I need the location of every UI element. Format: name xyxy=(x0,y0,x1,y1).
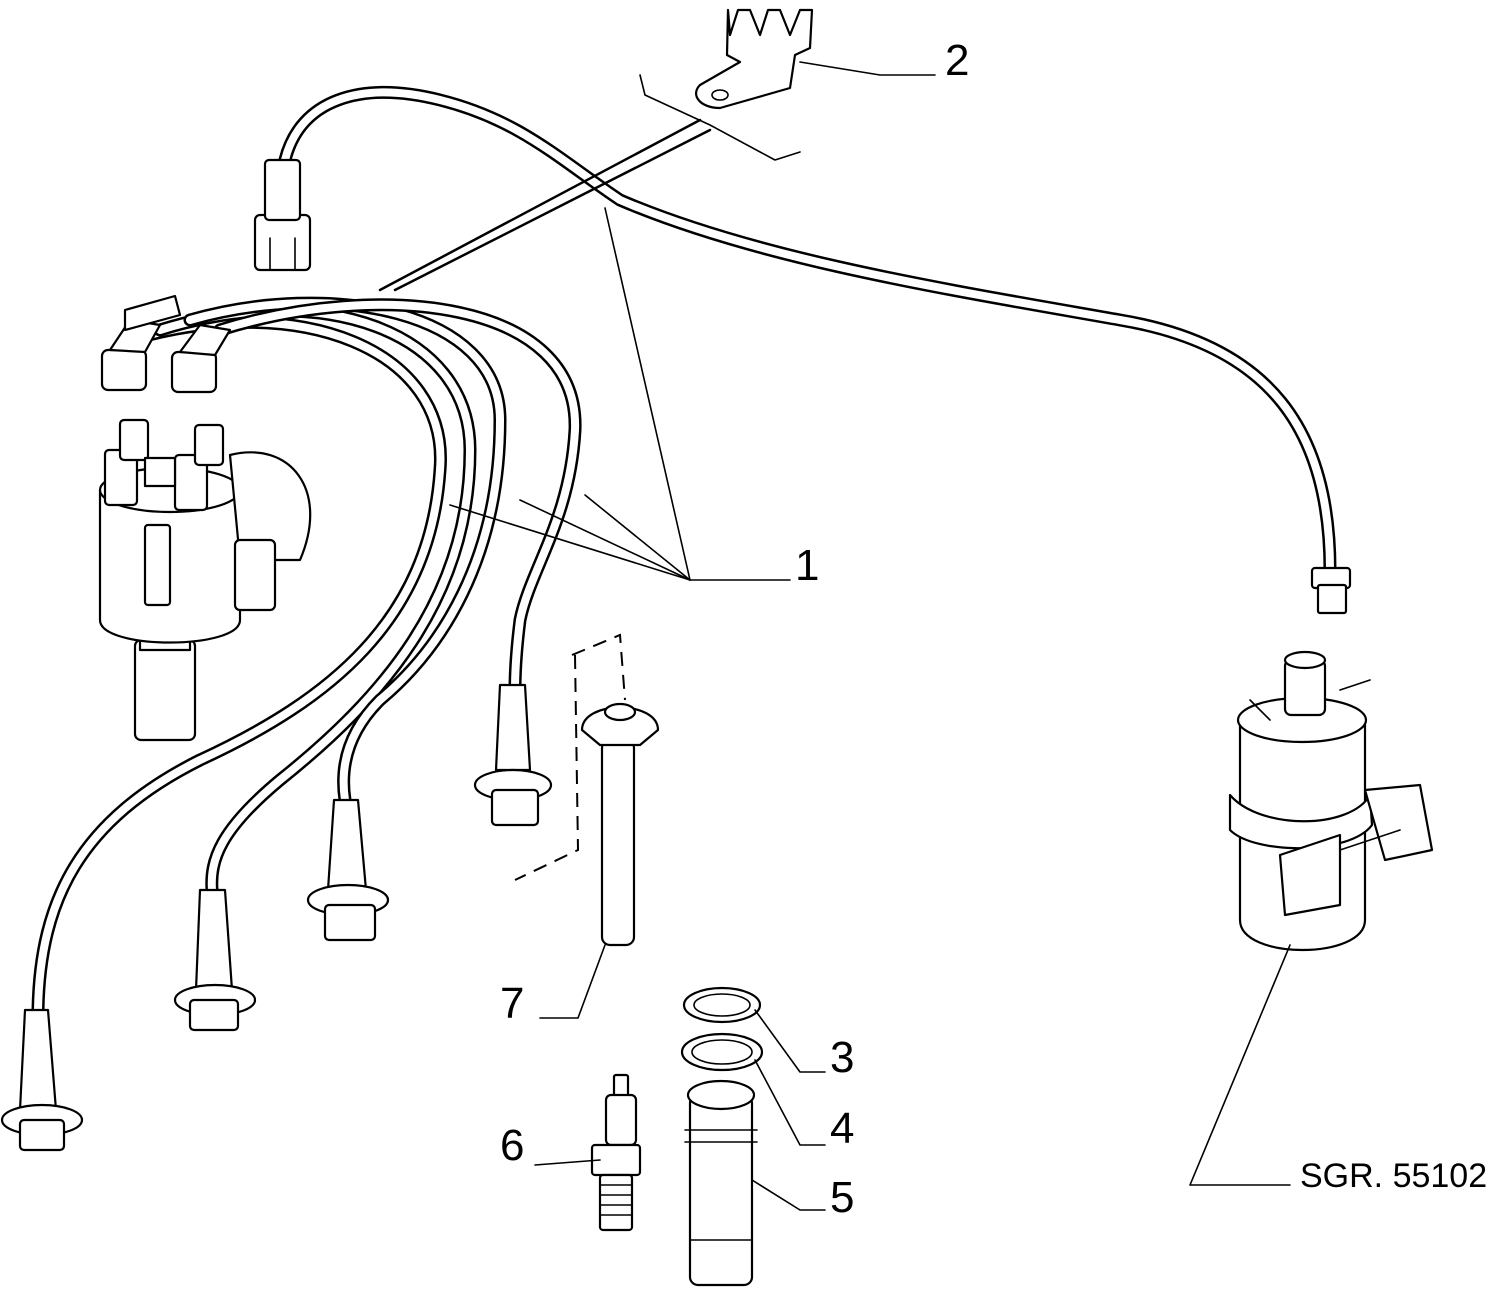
distributor-boots xyxy=(100,294,232,394)
callout-2: 2 xyxy=(945,36,969,85)
callout-3: 3 xyxy=(830,1033,854,1082)
wire-bracket xyxy=(695,8,814,110)
leader-lines xyxy=(449,61,1291,1211)
callout-5: 5 xyxy=(830,1173,854,1222)
spark-plug xyxy=(590,1073,642,1232)
spark-plug-boots xyxy=(0,683,553,1152)
distributor xyxy=(98,418,312,742)
sleeve-and-seals xyxy=(680,986,764,1287)
callout-4: 4 xyxy=(830,1104,854,1153)
assembly-dashed-outline xyxy=(514,633,626,881)
callout-6: 6 xyxy=(500,1121,524,1170)
ignition-wire-set xyxy=(31,74,1337,1017)
ignition-coil xyxy=(1228,650,1434,951)
coil-wire-end xyxy=(1310,566,1352,615)
callout-1: 1 xyxy=(795,541,819,590)
coil-wire-connector xyxy=(253,158,312,272)
callout-7: 7 xyxy=(500,979,524,1028)
spark-plug-tube xyxy=(580,702,660,947)
drawing-reference: SGR. 55102 xyxy=(1300,1157,1487,1195)
